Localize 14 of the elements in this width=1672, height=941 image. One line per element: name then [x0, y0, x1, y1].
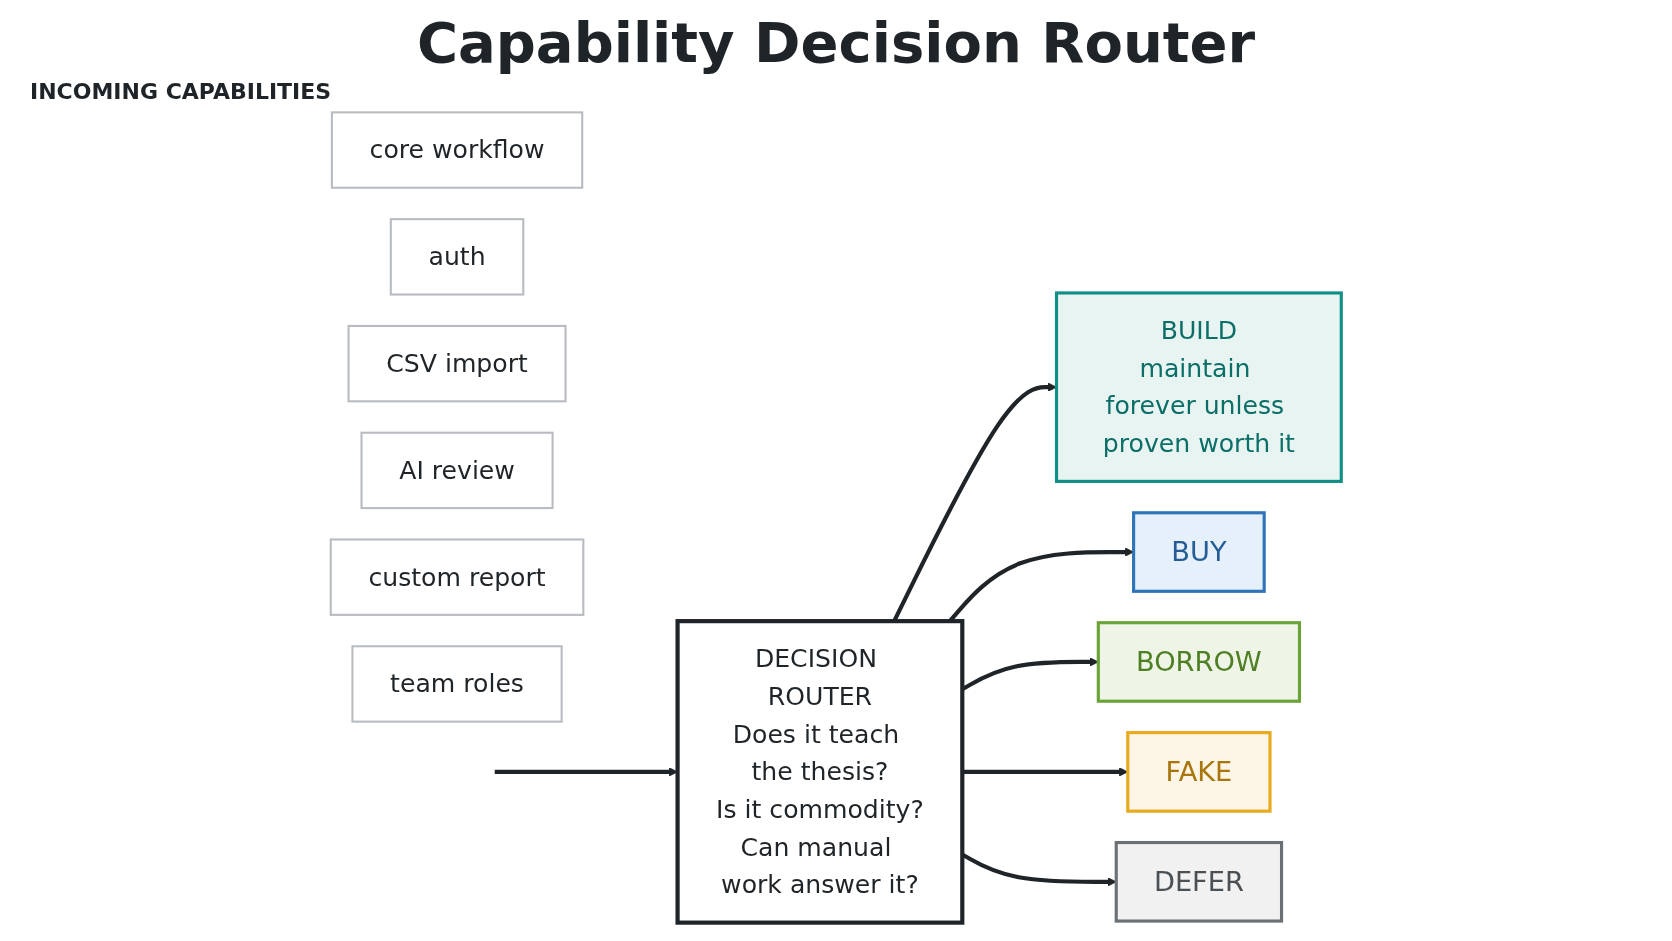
- node-box: BUILD maintain forever unless proven worth it: [1054, 291, 1343, 483]
- diagram-title: Capability Decision Router: [416, 10, 1256, 75]
- node-box: team roles: [351, 645, 563, 723]
- node-box: DECISION ROUTER Does it teach the thesis? Is it commodity? Can manual work answer it?: [675, 619, 965, 925]
- section-heading: INCOMING CAPABILITIES: [30, 79, 332, 104]
- node-box: auth: [389, 218, 525, 296]
- node-box: FAKE: [1126, 731, 1272, 813]
- node-box: CSV import: [347, 324, 567, 403]
- node-box: AI review: [360, 431, 554, 510]
- node-box: core workflow: [330, 111, 584, 189]
- node-box: custom report: [329, 538, 585, 616]
- node-box: DEFER: [1114, 840, 1284, 923]
- node-box: BUY: [1132, 511, 1266, 593]
- node-box: BORROW: [1096, 621, 1302, 703]
